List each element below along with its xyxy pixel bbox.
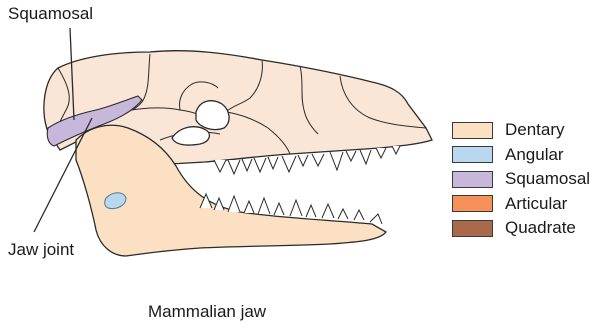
legend-swatch: [452, 171, 493, 188]
legend-item-articular: Articular: [452, 192, 590, 217]
diagram-caption: Mammalian jaw: [148, 302, 266, 322]
legend-item-squamosal: Squamosal: [452, 167, 590, 192]
orbit: [196, 101, 229, 130]
legend-label: Quadrate: [505, 218, 576, 238]
legend-item-angular: Angular: [452, 143, 590, 168]
legend-label: Angular: [505, 145, 564, 165]
legend-item-dentary: Dentary: [452, 118, 590, 143]
legend-swatch: [452, 195, 493, 212]
legend-swatch: [452, 122, 493, 139]
legend-label: Squamosal: [505, 169, 590, 189]
legend-label: Dentary: [505, 120, 565, 140]
legend-item-quadrate: Quadrate: [452, 216, 590, 241]
legend: Dentary Angular Squamosal Articular Quad…: [452, 118, 590, 241]
squamosal-callout-label: Squamosal: [8, 4, 93, 24]
jaw-joint-callout-label: Jaw joint: [8, 240, 74, 260]
legend-swatch: [452, 220, 493, 237]
legend-swatch: [452, 146, 493, 163]
legend-label: Articular: [505, 194, 567, 214]
